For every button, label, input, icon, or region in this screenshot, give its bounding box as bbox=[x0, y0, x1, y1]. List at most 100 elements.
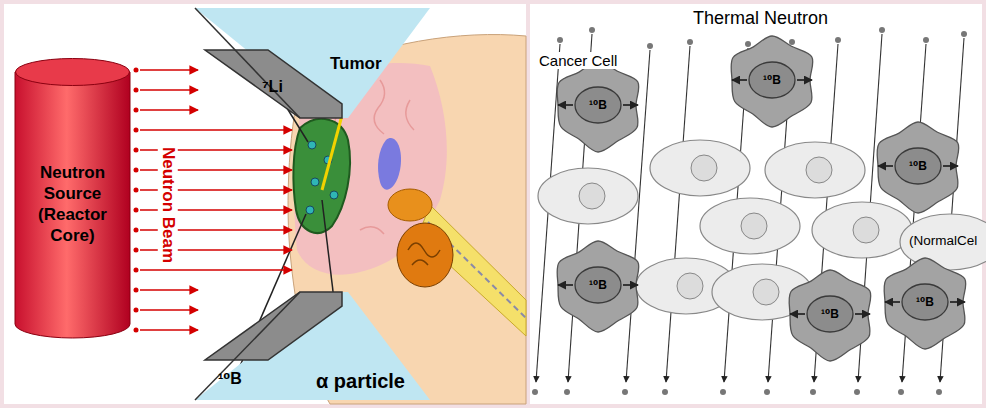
boron-atom bbox=[308, 141, 316, 149]
ventricle bbox=[378, 138, 401, 190]
neutron-dot bbox=[134, 208, 139, 213]
normal-cell bbox=[700, 198, 800, 254]
cancer-cell bbox=[557, 241, 639, 332]
particle-label: α particle bbox=[316, 370, 405, 393]
boron-nucleus: ¹⁰B bbox=[806, 295, 854, 333]
particle-track bbox=[950, 301, 965, 303]
particle-track bbox=[790, 313, 805, 315]
neutron-dot bbox=[134, 188, 139, 193]
neutron-dot bbox=[923, 37, 929, 43]
neutron-dot bbox=[564, 389, 570, 395]
neutron-dot bbox=[789, 39, 795, 45]
neutron-dot bbox=[134, 288, 139, 293]
normal-nucleus bbox=[579, 183, 605, 209]
particle-track bbox=[943, 165, 958, 167]
neutron-arrow bbox=[140, 89, 198, 91]
thermal-neutron-tracks bbox=[532, 27, 967, 395]
neutron-source-cylinder: Neutron Source (Reactor Core) bbox=[15, 58, 130, 338]
nucleus-outline bbox=[575, 267, 621, 303]
normal-nucleus bbox=[806, 157, 832, 183]
nucleus-outline bbox=[902, 284, 948, 320]
neutron-arrow bbox=[140, 329, 198, 331]
neutron-arrow bbox=[140, 289, 198, 291]
source-label: Neutron Source (Reactor Core) bbox=[15, 58, 130, 338]
nucleus-outline bbox=[575, 87, 621, 123]
cylinder-body bbox=[15, 72, 130, 338]
boron-atom bbox=[306, 206, 314, 214]
particle-track bbox=[855, 313, 870, 315]
neutron-dot bbox=[835, 37, 841, 43]
boron-atom bbox=[311, 178, 319, 186]
collimator-block bbox=[205, 292, 342, 360]
normal-cell bbox=[765, 142, 865, 198]
tumor-region bbox=[293, 119, 350, 233]
neutron-dot bbox=[134, 88, 139, 93]
neutron-dot bbox=[134, 248, 139, 253]
particle-track bbox=[885, 301, 900, 303]
neutron-dot bbox=[532, 389, 538, 395]
isotope-label: ¹⁰B bbox=[574, 266, 622, 304]
boron-nucleus: ¹⁰B bbox=[748, 61, 796, 99]
boron-atom bbox=[330, 191, 338, 199]
isotope-label: ¹⁰B bbox=[574, 86, 622, 124]
cancer-cell bbox=[877, 122, 959, 213]
isotope-label: ¹⁰B bbox=[218, 370, 242, 388]
cell-label: Cancer Cell bbox=[536, 52, 620, 69]
boron-nucleus: ¹⁰B bbox=[574, 266, 622, 304]
normal-nucleus bbox=[853, 217, 879, 243]
normal-nucleus bbox=[677, 273, 703, 299]
collimator-shield bbox=[195, 292, 430, 400]
isotope-label: ¹⁰B bbox=[748, 61, 796, 99]
isotope-label: ¹⁰B bbox=[894, 147, 942, 185]
cancer-cell bbox=[789, 270, 871, 361]
normal-cell bbox=[650, 140, 750, 196]
neutron-dot bbox=[898, 389, 904, 395]
boron-nucleus: ¹⁰B bbox=[901, 283, 949, 321]
neutron-dot bbox=[936, 389, 942, 395]
particle-track bbox=[797, 79, 812, 81]
neutron-dot bbox=[134, 328, 139, 333]
collimator-edge bbox=[195, 8, 300, 118]
neutron-arrow bbox=[140, 109, 198, 111]
collimator-block bbox=[205, 50, 342, 118]
neutron-dot bbox=[557, 37, 563, 43]
panel-title: Thermal Neutron bbox=[690, 8, 831, 29]
normal-nucleus bbox=[691, 155, 717, 181]
cell-label: (NormalCel bbox=[906, 233, 980, 249]
particle-track bbox=[558, 284, 573, 286]
brainstem bbox=[388, 189, 432, 221]
normal-cell bbox=[538, 168, 638, 224]
neutron-dot bbox=[810, 389, 816, 395]
normal-nucleus bbox=[741, 213, 767, 239]
nucleus-outline bbox=[895, 148, 941, 184]
neutron-dot bbox=[134, 148, 139, 153]
neutron-dot bbox=[134, 108, 139, 113]
neutron-dot bbox=[879, 27, 885, 33]
isotope-label: ¹⁰B bbox=[901, 283, 949, 321]
nucleus-outline bbox=[807, 296, 853, 332]
neutron-dot bbox=[662, 389, 668, 395]
neutron-track bbox=[666, 46, 690, 382]
normal-nucleus bbox=[753, 279, 779, 305]
normal-cell bbox=[812, 202, 912, 258]
neutron-arrow bbox=[140, 69, 198, 71]
neutron-dot bbox=[134, 168, 139, 173]
boron-nucleus: ¹⁰B bbox=[894, 147, 942, 185]
neutron-dot bbox=[589, 27, 595, 33]
neutron-dot bbox=[134, 68, 139, 73]
particle-track bbox=[878, 165, 893, 167]
particle-track bbox=[623, 104, 638, 106]
isotope-label: ⁷Li bbox=[262, 78, 283, 96]
particle-track bbox=[732, 79, 747, 81]
neutron-beam-arrows bbox=[134, 68, 293, 333]
cancer-cell bbox=[731, 36, 813, 127]
neutron-dot bbox=[961, 31, 967, 37]
right-panel bbox=[530, 4, 982, 404]
neutron-dot bbox=[764, 389, 770, 395]
particle-track bbox=[558, 104, 573, 106]
collimator-shield bbox=[195, 8, 430, 118]
neutron-arrow bbox=[140, 269, 292, 271]
neutron-dot bbox=[134, 128, 139, 133]
